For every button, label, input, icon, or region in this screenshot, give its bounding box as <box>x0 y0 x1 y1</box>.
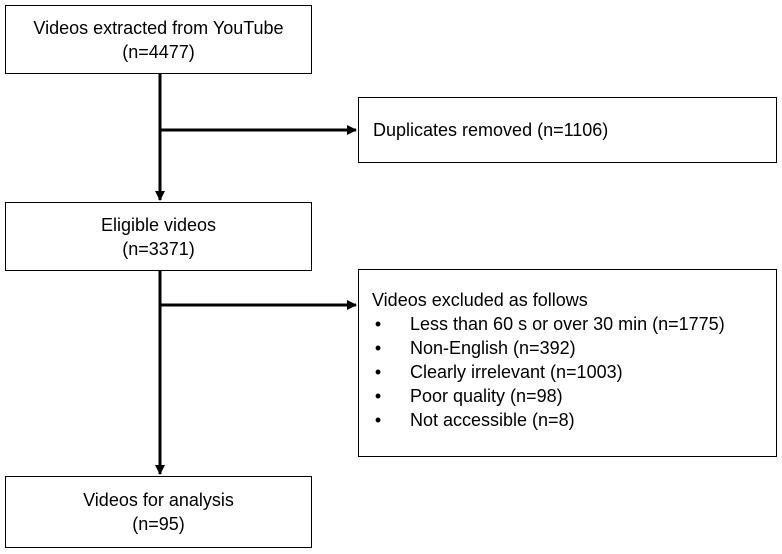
exclusion-item: • Non-English (n=392) <box>372 336 776 360</box>
videos-extracted-box: Videos extracted from YouTube (n=4477) <box>5 5 312 74</box>
videos-excluded-box: Videos excluded as follows • Less than 60… <box>358 269 777 457</box>
videos-for-analysis-label: Videos for analysis <box>83 490 234 510</box>
exclusion-item-label: Non-English (n=392) <box>410 338 576 358</box>
bullet-icon: • <box>374 314 382 334</box>
exclusion-item: • Poor quality (n=98) <box>372 384 776 408</box>
videos-excluded-heading: Videos excluded as follows <box>372 290 588 310</box>
exclusion-item: • Not accessible (n=8) <box>372 408 776 432</box>
eligible-videos-label: Eligible videos <box>100 214 217 235</box>
videos-for-analysis-box: Videos for analysis (n=95) <box>5 476 312 548</box>
exclusion-item-label: Not accessible (n=8) <box>410 410 575 430</box>
bullet-icon: • <box>374 386 382 406</box>
exclusion-item: • Less than 60 s or over 30 min (n=1775) <box>372 312 776 336</box>
exclusion-list: •Less than 60 s or over 30 min (n=1775) … <box>372 312 776 432</box>
exclusion-item: • Clearly irrelevant (n=1003) <box>372 360 776 384</box>
videos-extracted-count: (n=4477) <box>122 41 195 62</box>
exclusion-item-label: Poor quality (n=98) <box>410 386 563 406</box>
eligible-videos-box: Eligible videos (n=3371) <box>5 202 312 271</box>
exclusion-item-label: Less than 60 s or over 30 min (n=1775) <box>410 314 725 334</box>
duplicates-removed-label: Duplicates removed (n=1106) <box>373 119 609 140</box>
bullet-icon: • <box>374 338 382 358</box>
exclusion-item-label: Clearly irrelevant (n=1003) <box>410 362 623 382</box>
bullet-icon: • <box>374 362 382 382</box>
duplicates-removed-box: Duplicates removed (n=1106) <box>358 97 777 163</box>
videos-extracted-label: Videos extracted from YouTube <box>33 17 284 38</box>
eligible-videos-count: (n=3371) <box>122 238 195 259</box>
bullet-icon: • <box>374 410 382 430</box>
videos-for-analysis-count: (n=95) <box>132 514 185 534</box>
